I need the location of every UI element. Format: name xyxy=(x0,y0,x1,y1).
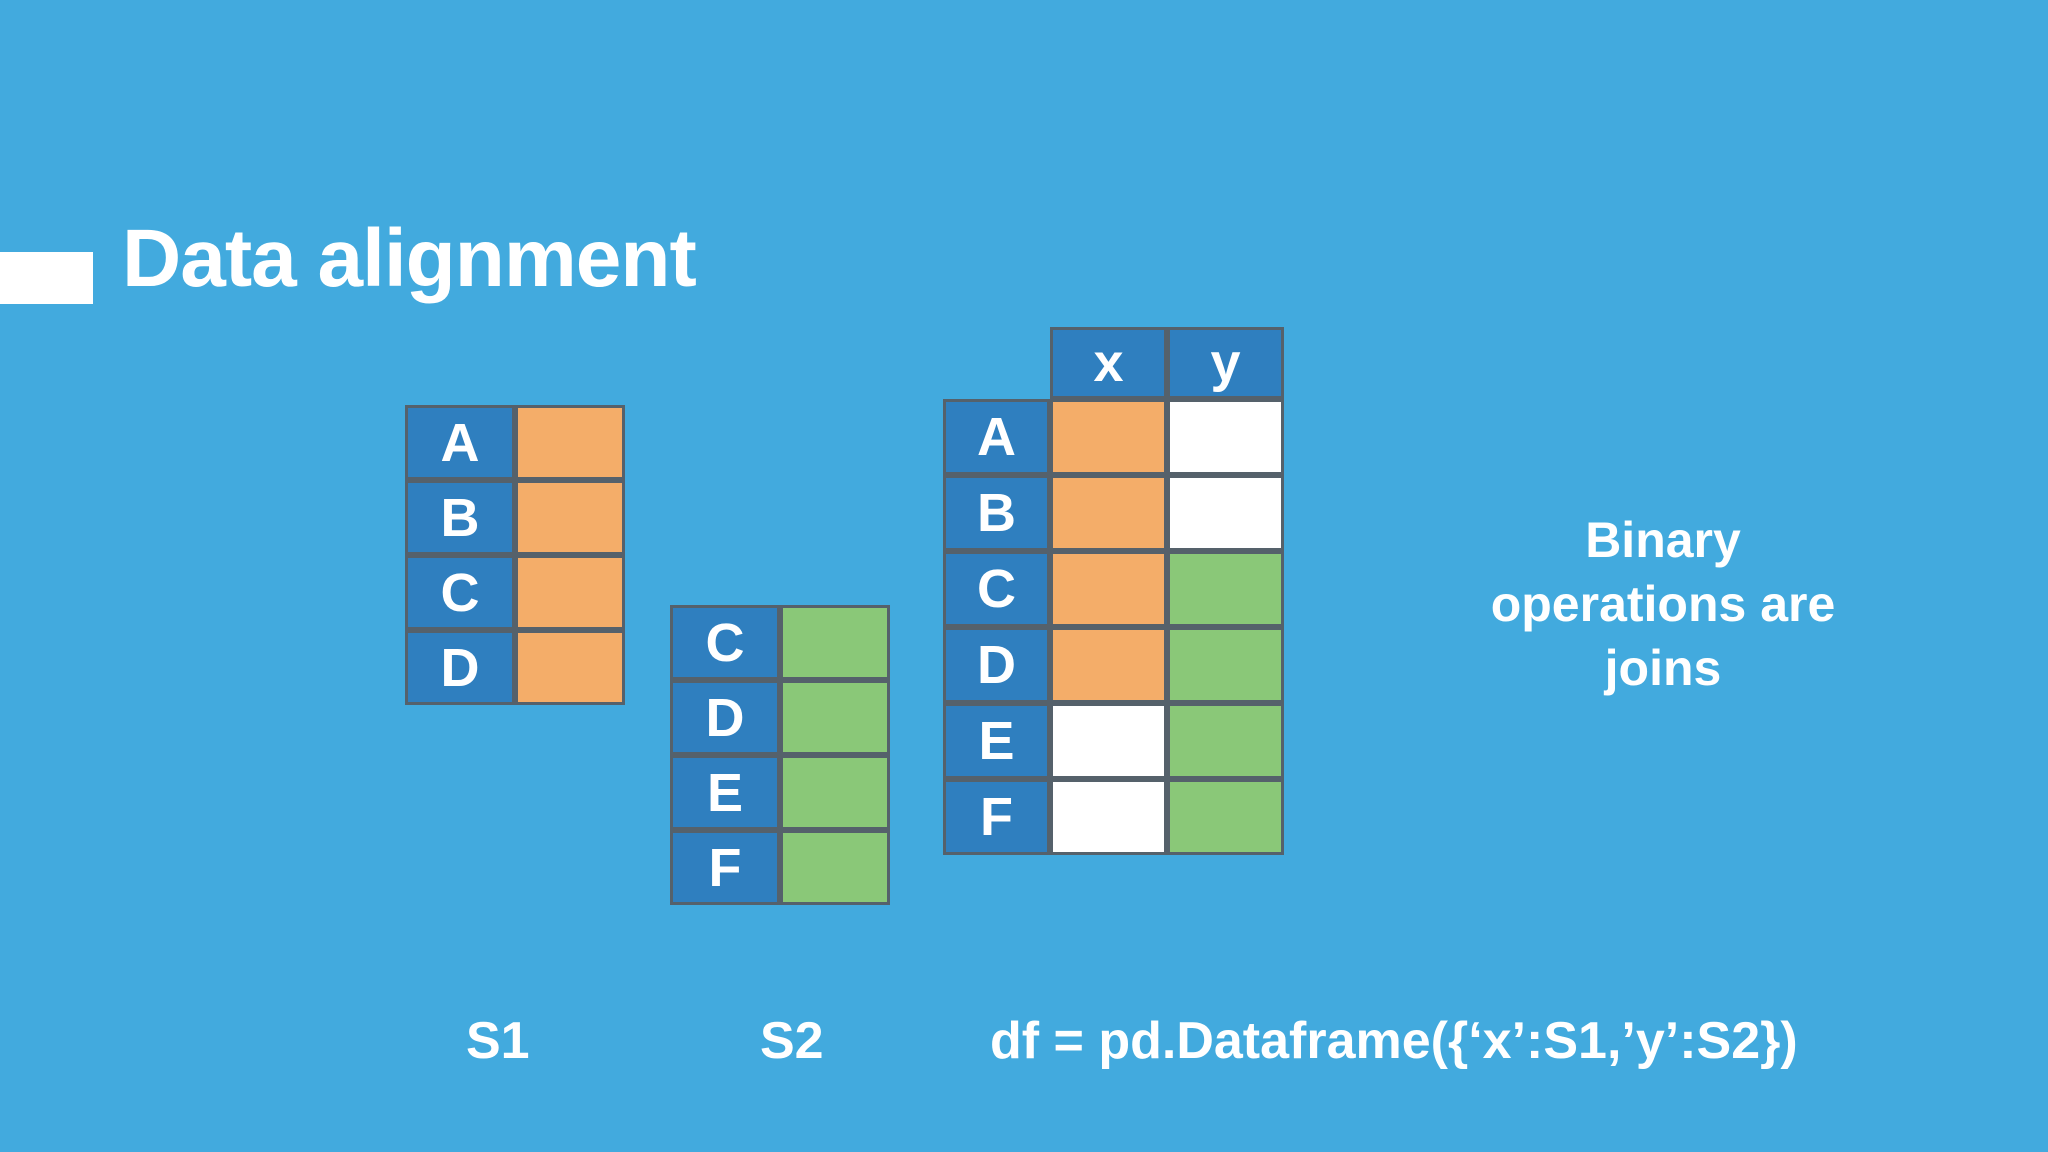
side-note-line-2: operations are xyxy=(1490,576,1836,632)
s2-value-cell-e xyxy=(780,755,890,830)
df-cell-f-x xyxy=(1050,779,1167,855)
df-cell-b-x xyxy=(1050,475,1167,551)
df-column-header-y: y xyxy=(1167,327,1284,399)
df-cell-a-x xyxy=(1050,399,1167,475)
side-note: Binary operations are joins xyxy=(1428,508,1898,700)
s2-index-cell-d: D xyxy=(670,680,780,755)
s1-index-cell-b: B xyxy=(405,480,515,555)
df-cell-d-y xyxy=(1167,627,1284,703)
caption-dataframe-code: df = pd.Dataframe({‘x’:S1,’y’:S2}) xyxy=(990,1012,1798,1070)
df-cell-f-y xyxy=(1167,779,1284,855)
s1-value-cell-b xyxy=(515,480,625,555)
s1-index-cell-a: A xyxy=(405,405,515,480)
s2-index-cell-f: F xyxy=(670,830,780,905)
df-column-header-x: x xyxy=(1050,327,1167,399)
df-cell-c-y xyxy=(1167,551,1284,627)
df-cell-b-y xyxy=(1167,475,1284,551)
df-index-cell-f: F xyxy=(943,779,1050,855)
s1-value-cell-a xyxy=(515,405,625,480)
side-note-line-1: Binary xyxy=(1585,512,1741,568)
s2-value-cell-c xyxy=(780,605,890,680)
df-index-cell-c: C xyxy=(943,551,1050,627)
s1-value-cell-d xyxy=(515,630,625,705)
page-title: Data alignment xyxy=(122,213,697,304)
caption-s1: S1 xyxy=(466,1012,530,1070)
s1-index-cell-d: D xyxy=(405,630,515,705)
df-cell-d-x xyxy=(1050,627,1167,703)
df-index-cell-b: B xyxy=(943,475,1050,551)
df-cell-a-y xyxy=(1167,399,1284,475)
s1-index-cell-c: C xyxy=(405,555,515,630)
s2-index-cell-e: E xyxy=(670,755,780,830)
side-note-line-3: joins xyxy=(1604,640,1722,696)
df-cell-c-x xyxy=(1050,551,1167,627)
df-index-cell-e: E xyxy=(943,703,1050,779)
caption-s2: S2 xyxy=(760,1012,824,1070)
s2-value-cell-d xyxy=(780,680,890,755)
s2-index-cell-c: C xyxy=(670,605,780,680)
title-accent-bar xyxy=(0,252,93,304)
s1-value-cell-c xyxy=(515,555,625,630)
df-index-cell-d: D xyxy=(943,627,1050,703)
df-index-cell-a: A xyxy=(943,399,1050,475)
df-cell-e-x xyxy=(1050,703,1167,779)
df-cell-e-y xyxy=(1167,703,1284,779)
s2-value-cell-f xyxy=(780,830,890,905)
